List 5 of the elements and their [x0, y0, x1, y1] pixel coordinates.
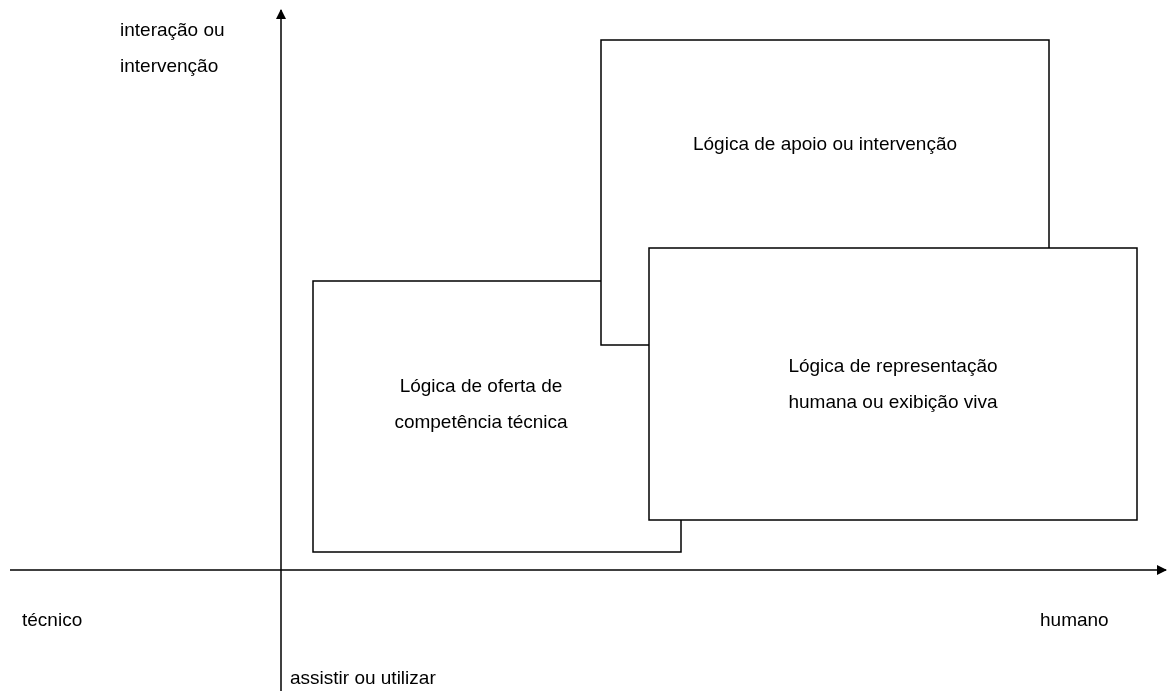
category-label: Lógica de representação humana ou exibição viva [650, 249, 1136, 519]
vertical-axis-top-label: interação ou intervenção [120, 18, 226, 78]
horizontal-axis-right-label: humano [1040, 608, 1109, 632]
horizontal-axis-left-label: técnico [22, 608, 83, 632]
vertical-axis-bottom-label: assistir ou utilizar [290, 666, 436, 690]
